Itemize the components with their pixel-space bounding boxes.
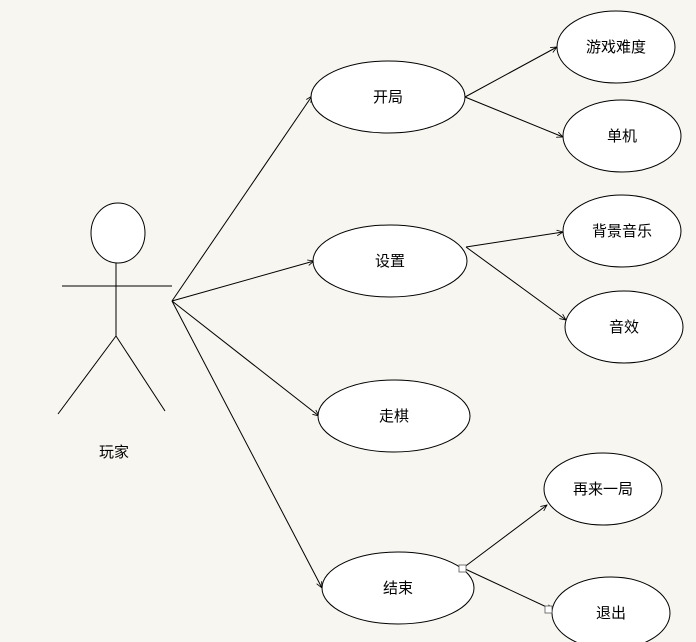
use-case-single[interactable]: 单机 <box>562 99 682 173</box>
use-case-label: 退出 <box>596 604 626 622</box>
use-case-label: 音效 <box>609 318 639 336</box>
edge-player-move <box>171 300 319 416</box>
use-case-difficulty[interactable]: 游戏难度 <box>556 10 676 84</box>
use-case-sfx[interactable]: 音效 <box>564 290 684 364</box>
use-case-label: 走棋 <box>379 407 409 425</box>
edge-player-settings <box>171 261 314 302</box>
actor-player[interactable]: 玩家 <box>57 202 172 461</box>
handle-end-exit <box>544 605 553 614</box>
edge-player-end <box>171 300 322 588</box>
actor-head <box>90 202 146 264</box>
use-case-ellipse <box>312 224 468 298</box>
use-case-label: 单机 <box>607 127 637 145</box>
edge-start-difficulty <box>464 47 557 98</box>
actor-label: 玩家 <box>99 443 129 461</box>
use-case-ellipse <box>317 379 471 453</box>
use-case-ellipse <box>543 452 663 526</box>
use-case-label: 开局 <box>373 88 403 106</box>
use-case-ellipse <box>564 290 684 364</box>
use-case-ellipse <box>562 194 682 268</box>
edge-player-start <box>171 96 312 302</box>
use-case-label: 背景音乐 <box>592 222 652 240</box>
use-case-ellipse <box>562 99 682 173</box>
edge-end-again <box>462 505 547 569</box>
edge-settings-bgm <box>465 232 563 248</box>
use-case-label: 再来一局 <box>573 480 633 498</box>
use-case-ellipse <box>556 10 676 84</box>
edge-end-exit <box>462 567 553 611</box>
use-case-start[interactable]: 开局 <box>310 60 466 134</box>
edge-start-single <box>464 96 563 137</box>
use-case-end[interactable]: 结束 <box>321 551 475 625</box>
handle-end-again <box>458 564 467 573</box>
use-case-move[interactable]: 走棋 <box>317 379 471 453</box>
use-case-ellipse <box>310 60 466 134</box>
selection-handles <box>458 564 553 614</box>
use-case-label: 游戏难度 <box>586 38 646 56</box>
use-case-ellipse <box>321 551 475 625</box>
use-case-bgm[interactable]: 背景音乐 <box>562 194 682 268</box>
edge-settings-sfx <box>465 246 566 320</box>
use-case-label: 结束 <box>383 579 413 597</box>
use-case-again[interactable]: 再来一局 <box>543 452 663 526</box>
actor-right-leg <box>115 335 166 412</box>
use-case-label: 设置 <box>375 252 405 270</box>
use-case-exit[interactable]: 退出 <box>551 576 671 642</box>
edges-layer <box>171 47 566 611</box>
use-case-settings[interactable]: 设置 <box>312 224 468 298</box>
actor-left-leg <box>57 335 117 415</box>
